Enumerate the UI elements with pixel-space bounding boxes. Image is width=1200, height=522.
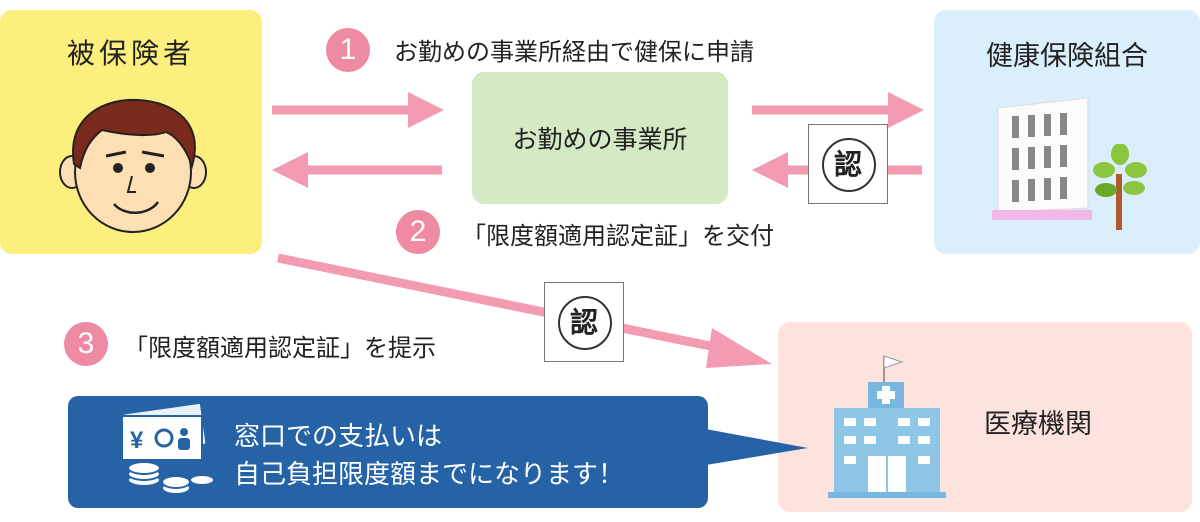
callout-box: ¥ 窓口での支払いは 自己負担限度額までになります！ [68,396,708,508]
step-2-text: 「限度額適用認定証」を交付 [462,222,774,250]
tree-icon [1093,144,1147,230]
office-building-icon [992,97,1092,220]
cash-icon: ¥ [121,402,215,495]
callout-line-1: 窓口での支払いは [234,422,443,452]
step-3-number: 3 [64,322,108,366]
arrow-company-to-insured [272,152,442,188]
insurer-box: 健康保険組合 [934,10,1200,254]
certification-stamp-insurer: 認 [808,124,888,204]
callout-line-2: 自己負担限度額までになります！ [234,460,625,490]
insured-box: 被保険者 [0,10,262,254]
yen-symbol: ¥ [130,427,144,454]
stamp-char: 認 [833,148,862,181]
arrow-company-to-insurer [752,92,924,128]
step-1-number: 1 [326,28,370,72]
step-1-text: お勤めの事業所経由で健保に申請 [394,38,754,66]
hospital-building-icon [828,355,946,498]
hospital-label: 医療機関 [984,409,1092,440]
hospital-box: 医療機関 [778,322,1192,512]
insurer-label: 健康保険組合 [986,41,1148,72]
insured-label: 被保険者 [66,37,195,70]
arrow-insured-to-hospital [277,253,772,368]
person-face-icon [59,98,207,233]
company-label: お勤めの事業所 [512,125,688,154]
stamp-ring-icon [558,296,612,350]
stamp-char: 認 [569,306,598,339]
certification-stamp-hospital: 認 [544,282,624,362]
step-2-number: 2 [396,210,440,254]
step-3-text: 「限度額適用認定証」を提示 [124,334,436,362]
arrow-insured-to-company [272,92,444,128]
company-box: お勤めの事業所 [472,72,728,204]
stamp-ring-icon [822,138,876,192]
